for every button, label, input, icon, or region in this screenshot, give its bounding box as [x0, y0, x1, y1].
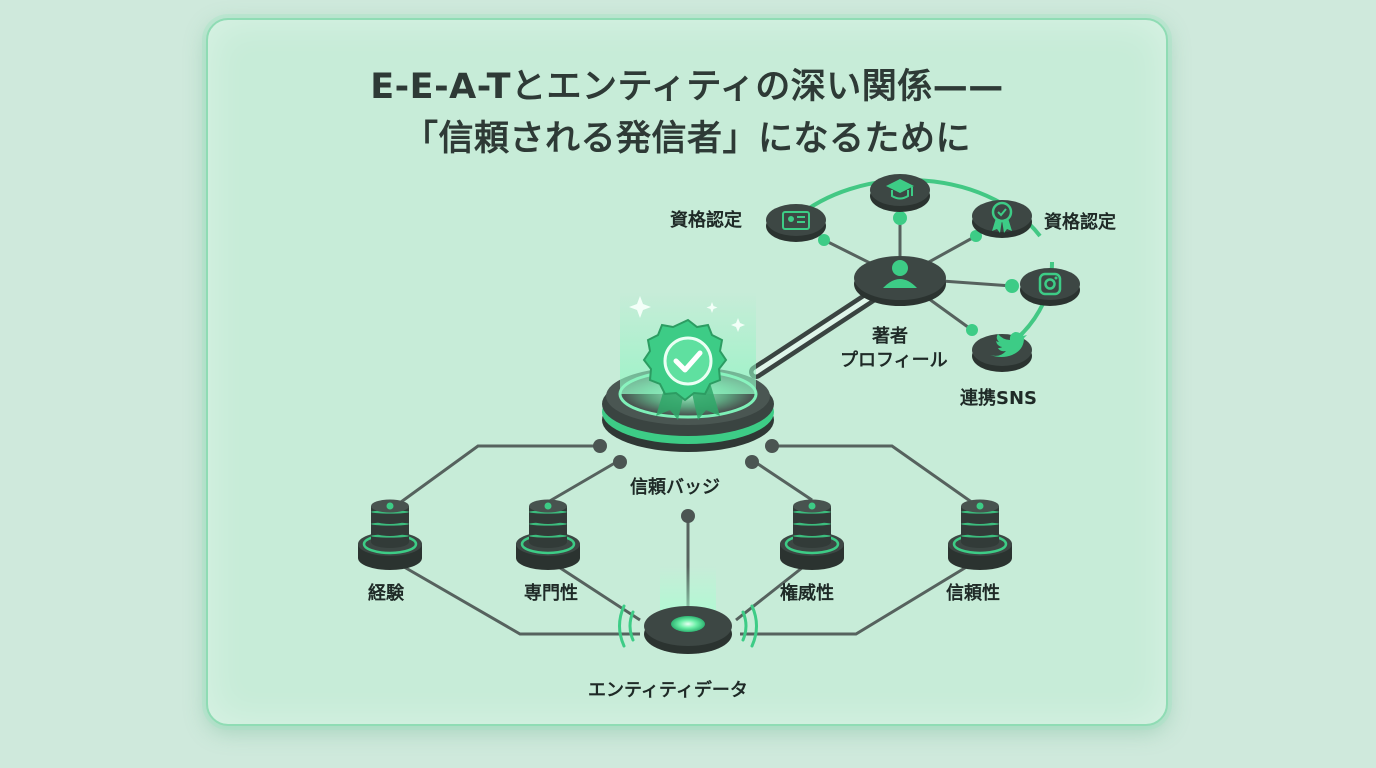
title-line-2: 「信頼される発信者」になるために: [402, 119, 971, 159]
title-line-1: E-E-A-Tとエンティティの深い関係——: [370, 67, 1004, 107]
connector-dots: [818, 211, 1019, 336]
cert-right-node[interactable]: [972, 200, 1032, 238]
trust-badge-node[interactable]: [602, 292, 774, 452]
experience-db-node[interactable]: [358, 499, 422, 571]
trustworthiness-db-node[interactable]: [948, 499, 1012, 571]
database-icon: [808, 502, 816, 510]
author-profile-label-line1: 著者: [872, 326, 908, 347]
twitter-bird-icon: [990, 332, 1027, 357]
connector-dots-dark: [593, 439, 779, 523]
graduation-node[interactable]: [870, 174, 930, 212]
entity-data-node[interactable]: [618, 566, 758, 654]
database-icon: [386, 502, 394, 510]
instagram-node[interactable]: [1020, 268, 1080, 306]
experience-label: 経験: [368, 583, 404, 604]
user-icon: [883, 260, 917, 288]
entity-data-label: エンティティデータ: [588, 680, 748, 701]
database-icon: [544, 502, 552, 510]
trustworthiness-label: 信頼性: [946, 583, 1000, 604]
expertise-label: 専門性: [524, 583, 578, 604]
cert-left-label: 資格認定: [670, 210, 742, 231]
badge-profile-bridge: [749, 289, 879, 379]
cert-left-node[interactable]: [766, 204, 826, 242]
authoritativeness-db-node[interactable]: [780, 499, 844, 571]
twitter-node[interactable]: [972, 332, 1032, 372]
signal-waves-icon: [618, 604, 758, 648]
linked-sns-label: 連携SNS: [960, 388, 1037, 409]
author-profile-label-line2: プロフィール: [840, 350, 948, 371]
authoritativeness-label: 権威性: [780, 583, 834, 604]
cert-right-label: 資格認定: [1044, 212, 1116, 233]
id-card-icon: [782, 211, 810, 230]
award-ribbon-icon: [991, 201, 1013, 233]
check-badge-icon: [642, 318, 728, 420]
database-icon: [976, 502, 984, 510]
instagram-icon: [1038, 272, 1062, 296]
author-profile-node[interactable]: [854, 256, 946, 306]
trust-badge-label: 信頼バッジ: [630, 477, 720, 498]
expertise-db-node[interactable]: [516, 499, 580, 571]
graduation-cap-icon: [886, 179, 914, 200]
